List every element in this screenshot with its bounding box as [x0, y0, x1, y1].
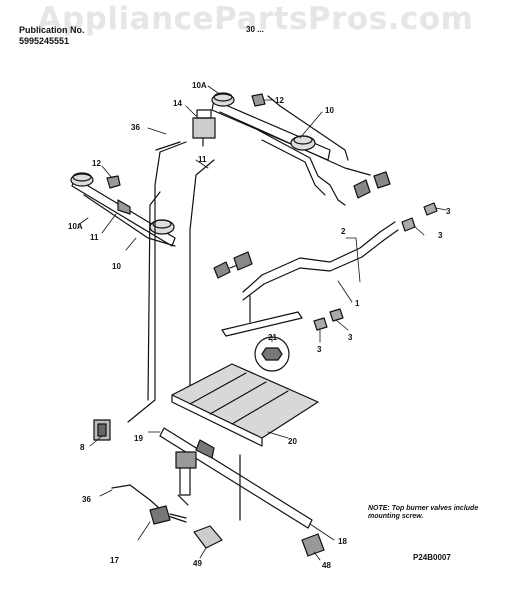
label-8: 8	[80, 443, 85, 452]
label-3-a: 3	[446, 207, 451, 216]
label-3-b: 3	[438, 231, 443, 240]
label-17: 17	[110, 556, 119, 565]
label-2: 2	[341, 227, 346, 236]
label-10-left: 10	[112, 262, 121, 271]
label-10-top: 10	[325, 106, 334, 115]
label-10a-left: 10A	[68, 222, 83, 231]
label-12-top: 12	[275, 96, 284, 105]
label-36-top: 36	[131, 123, 140, 132]
label-48: 48	[322, 561, 331, 570]
model-label: 30 ...	[246, 25, 264, 34]
screw-3-b-icon	[401, 217, 416, 232]
label-1: 1	[355, 299, 360, 308]
mounting-note: NOTE: Top burner valves include mounting…	[368, 505, 479, 520]
leader-lines	[77, 85, 447, 561]
label-11-top: 11	[198, 155, 207, 164]
burner-assembly-rear	[211, 92, 371, 206]
publication-label: Publication No.	[19, 25, 85, 35]
label-21: 21	[268, 333, 277, 342]
label-12-left: 12	[92, 159, 101, 168]
label-18: 18	[338, 537, 347, 546]
drawing-id: P24B0007	[413, 553, 451, 562]
label-10a-top: 10A	[192, 81, 207, 90]
heat-shield-20	[171, 363, 319, 447]
screw-3-d-icon	[329, 308, 344, 322]
label-49: 49	[193, 559, 202, 568]
oven-burner-rail	[159, 427, 313, 529]
burner-assembly-front	[70, 172, 176, 247]
label-36-bottom: 36	[82, 495, 91, 504]
clip-12-top-icon	[251, 93, 266, 107]
manifold-pipe	[221, 221, 399, 337]
screw-3-a-icon	[423, 202, 438, 216]
part-49-icon	[193, 525, 223, 549]
watermark: AppliancePartsPros.com	[37, 1, 474, 37]
label-19: 19	[134, 434, 143, 443]
tubing-36-lower	[111, 484, 187, 523]
valve-14-icon	[192, 109, 216, 147]
label-3-c: 3	[317, 345, 322, 354]
callout-labels: 12 10A 10 14 36 11 12 10A 11 10 3 3 2 1 …	[68, 81, 451, 570]
label-11-left: 11	[90, 233, 99, 242]
label-14: 14	[173, 99, 182, 108]
screw-3-c-icon	[313, 317, 328, 331]
publication-number: 5995245551	[19, 36, 70, 46]
label-20: 20	[288, 437, 297, 446]
part-48-icon	[301, 533, 325, 557]
ignitor-8-icon	[93, 419, 111, 441]
label-3-d: 3	[348, 333, 353, 342]
part-17-icon	[149, 505, 187, 525]
burner-valves	[213, 171, 391, 279]
tubing-36	[127, 141, 187, 423]
oven-valve	[175, 451, 197, 506]
tubing-11	[189, 159, 215, 396]
